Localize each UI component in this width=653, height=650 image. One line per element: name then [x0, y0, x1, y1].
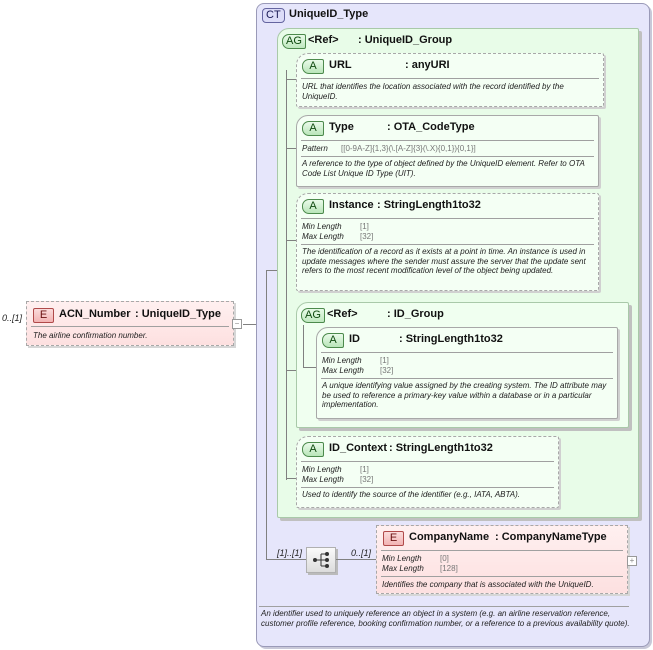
- ag-connector-line: [286, 240, 296, 241]
- element-badge: E: [383, 531, 404, 546]
- attribute-id[interactable]: A ID : StringLength1to32 Min Length [1] …: [316, 327, 618, 419]
- facet-label: Max Length: [382, 564, 424, 573]
- ag-ref: <Ref>: [327, 308, 358, 320]
- separator: [301, 461, 554, 462]
- separator: [301, 156, 594, 157]
- separator: [301, 140, 594, 141]
- attribute-type: : anyURI: [405, 59, 450, 71]
- element-acn-number[interactable]: E ACN_Number : UniqueID_Type The airline…: [26, 301, 234, 346]
- ag-connector-line: [286, 79, 296, 80]
- element-name: ACN_Number: [59, 308, 131, 320]
- sequence-compositor[interactable]: [306, 547, 336, 573]
- ag-connector-line: [286, 70, 287, 480]
- attribute-name: URL: [329, 59, 352, 71]
- attribute-name: ID_Context: [329, 442, 388, 454]
- attribute-name: Type: [329, 121, 354, 133]
- facet-label: Min Length: [322, 356, 362, 365]
- attribute-type-field[interactable]: A Type : OTA_CodeType Pattern [[0-9A-Z]{…: [296, 115, 599, 187]
- ag-badge: AG: [301, 308, 325, 323]
- facet-label: Min Length: [382, 554, 422, 563]
- ag-name: : UniqueID_Group: [358, 34, 453, 46]
- attribute-name: Instance: [329, 199, 374, 211]
- facet-value: [[0-9A-Z]{1,3}(\.[A-Z]{3}(\.X){0,1}){0,1…: [341, 144, 476, 153]
- element-type: : CompanyNameType: [495, 531, 607, 543]
- attribute-type: : OTA_CodeType: [387, 121, 475, 133]
- nested-ag-connector-line: [303, 325, 304, 367]
- ct-badge: CT: [262, 8, 285, 23]
- separator: [301, 218, 594, 219]
- facet-value: [32]: [360, 475, 374, 484]
- separator: [301, 78, 599, 79]
- separator: [381, 550, 623, 551]
- ag-name: : ID_Group: [387, 308, 444, 320]
- tree-connector-line: [266, 270, 267, 560]
- facet-value: [128]: [440, 564, 458, 573]
- attribute-documentation: A reference to the type of object define…: [302, 159, 585, 178]
- attribute-badge: A: [302, 121, 324, 136]
- facet-label: Pattern: [302, 144, 328, 153]
- ct-name: UniqueID_Type: [289, 8, 369, 20]
- attribute-documentation: The identification of a record as it exi…: [302, 247, 586, 275]
- attribute-name: ID: [349, 333, 360, 345]
- ct-doc-separator: [259, 606, 629, 607]
- attribute-badge: A: [302, 59, 324, 74]
- ag-connector-line: [286, 478, 296, 479]
- element-documentation: The airline confirmation number.: [33, 331, 148, 340]
- attribute-type: : StringLength1to32: [377, 199, 481, 211]
- sequence-multiplicity: [1]..[1]: [277, 548, 303, 558]
- element-documentation: Identifies the company that is associate…: [382, 580, 594, 589]
- separator: [301, 487, 554, 488]
- element-company-name[interactable]: E CompanyName : CompanyNameType Min Leng…: [376, 525, 628, 594]
- separator: [321, 352, 613, 353]
- attribute-badge: A: [302, 199, 324, 214]
- element-name: CompanyName: [409, 531, 490, 543]
- facet-value: [32]: [380, 366, 394, 375]
- facet-value: [32]: [360, 232, 374, 241]
- separator: [31, 326, 229, 327]
- ag-connector-line: [286, 148, 296, 149]
- attribute-type: : StringLength1to32: [389, 442, 493, 454]
- sequence-connector-line: [336, 559, 376, 560]
- facet-value: [1]: [380, 356, 389, 365]
- expand-toggle-icon[interactable]: +: [627, 556, 637, 566]
- attribute-instance[interactable]: A Instance : StringLength1to32 Min Lengt…: [296, 193, 599, 291]
- attribute-id-context[interactable]: A ID_Context : StringLength1to32 Min Len…: [296, 436, 559, 508]
- facet-value: [1]: [360, 222, 369, 231]
- ct-documentation: An identifier used to uniquely reference…: [261, 609, 630, 628]
- attribute-type: : StringLength1to32: [399, 333, 503, 345]
- facet-value: [1]: [360, 465, 369, 474]
- element-badge: E: [33, 308, 54, 323]
- connector-line: [243, 324, 266, 325]
- collapse-toggle-icon[interactable]: −: [232, 319, 242, 329]
- attribute-documentation: A unique identifying value assigned by t…: [322, 381, 607, 409]
- tree-connector-line: [266, 559, 306, 560]
- attribute-documentation: Used to identify the source of the ident…: [302, 490, 521, 499]
- facet-label: Min Length: [302, 222, 342, 231]
- separator: [381, 576, 623, 577]
- separator: [321, 378, 613, 379]
- root-multiplicity: 0..[1]: [2, 313, 23, 323]
- ag-ref: <Ref>: [308, 34, 339, 46]
- facet-label: Max Length: [302, 475, 344, 484]
- facet-label: Max Length: [322, 366, 364, 375]
- element-type: : UniqueID_Type: [135, 308, 221, 320]
- sequence-icon: [313, 552, 329, 568]
- facet-label: Min Length: [302, 465, 342, 474]
- attribute-badge: A: [322, 333, 344, 348]
- facet-value: [0]: [440, 554, 449, 563]
- attribute-url[interactable]: A URL : anyURI URL that identifies the l…: [296, 53, 604, 107]
- ag-badge: AG: [282, 34, 306, 49]
- attribute-badge: A: [302, 442, 324, 457]
- child-multiplicity: 0..[1]: [351, 548, 372, 558]
- separator: [301, 244, 594, 245]
- attribute-documentation: URL that identifies the location associa…: [302, 82, 564, 101]
- tree-connector-line: [266, 270, 286, 271]
- ag-connector-line: [286, 370, 296, 371]
- facet-label: Max Length: [302, 232, 344, 241]
- nested-ag-connector-line: [303, 367, 316, 368]
